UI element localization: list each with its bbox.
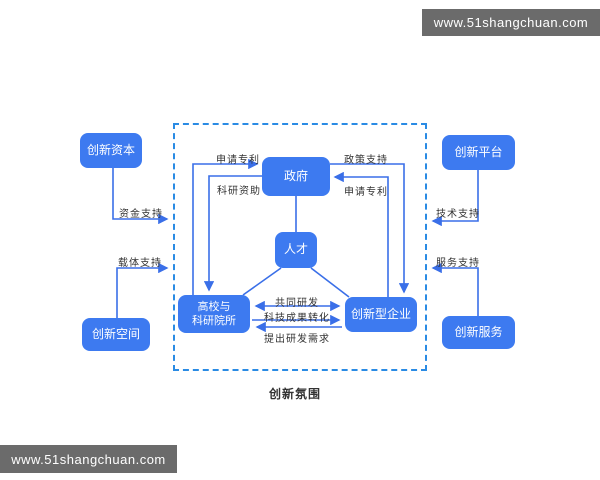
node-label: 创新资本 xyxy=(86,142,135,157)
edge-talent-enterprise xyxy=(310,267,350,298)
edge-label-apply-patent-left: 申请专利 xyxy=(216,155,260,166)
edge-label-research-funding: 科研资助 xyxy=(217,186,261,197)
edge-enterprise-to-government xyxy=(333,171,389,297)
watermark-url: www.51shangchuan.com xyxy=(11,451,166,467)
edge-government-to-university xyxy=(203,175,262,292)
watermark-banner-bottom: www.51shangchuan.com xyxy=(0,445,177,473)
edge-university-to-government xyxy=(192,158,259,295)
edge-service-support xyxy=(431,262,479,316)
edge-label-apply-patent-right: 申请专利 xyxy=(344,187,388,198)
node-talent: 人才 xyxy=(275,232,317,268)
region-label-innovation-atmosphere: 创新氛围 xyxy=(268,387,322,401)
node-label: 政府 xyxy=(283,168,308,183)
edge-space-carrier xyxy=(116,262,169,318)
edge-talent-university xyxy=(242,267,282,296)
node-label: 创新平台 xyxy=(454,144,503,159)
node-innovation-platform: 创新平台 xyxy=(442,135,515,170)
edge-label-rd-demand: 提出研发需求 xyxy=(264,334,330,345)
node-label: 创新空间 xyxy=(91,326,140,341)
edge-platform-tech xyxy=(431,170,479,227)
edge-label-tech-support: 技术支持 xyxy=(436,209,480,220)
edge-label-joint-rd: 共同研发 xyxy=(275,298,319,309)
edge-capital-funding xyxy=(112,168,169,225)
node-label: 创新型企业 xyxy=(350,306,411,321)
node-label: 创新服务 xyxy=(454,324,503,339)
node-university-research: 高校与 科研院所 xyxy=(178,295,250,333)
edge-label-funding-support: 资金支持 xyxy=(119,209,163,220)
node-innovation-capital: 创新资本 xyxy=(80,133,142,168)
node-label: 人才 xyxy=(283,242,308,257)
watermark-url: www.51shangchuan.com xyxy=(433,15,589,30)
node-innovation-service: 创新服务 xyxy=(442,316,515,349)
node-label-line1: 高校与 xyxy=(197,300,231,313)
edge-label-carrier-support: 载体支持 xyxy=(118,258,162,269)
edge-government-to-enterprise xyxy=(330,163,410,294)
node-government: 政府 xyxy=(262,157,330,196)
edge-label-policy-support: 政策支持 xyxy=(344,155,388,166)
node-label-line2: 科研院所 xyxy=(192,315,236,327)
watermark-banner-top: www.51shangchuan.com xyxy=(422,9,600,36)
innovation-atmosphere-region xyxy=(173,123,427,371)
edge-label-achievement-transfer: 科技成果转化 xyxy=(264,313,330,324)
node-innovative-enterprise: 创新型企业 xyxy=(345,297,417,332)
node-innovation-space: 创新空间 xyxy=(82,318,150,351)
edge-label-service-support: 服务支持 xyxy=(436,258,480,269)
